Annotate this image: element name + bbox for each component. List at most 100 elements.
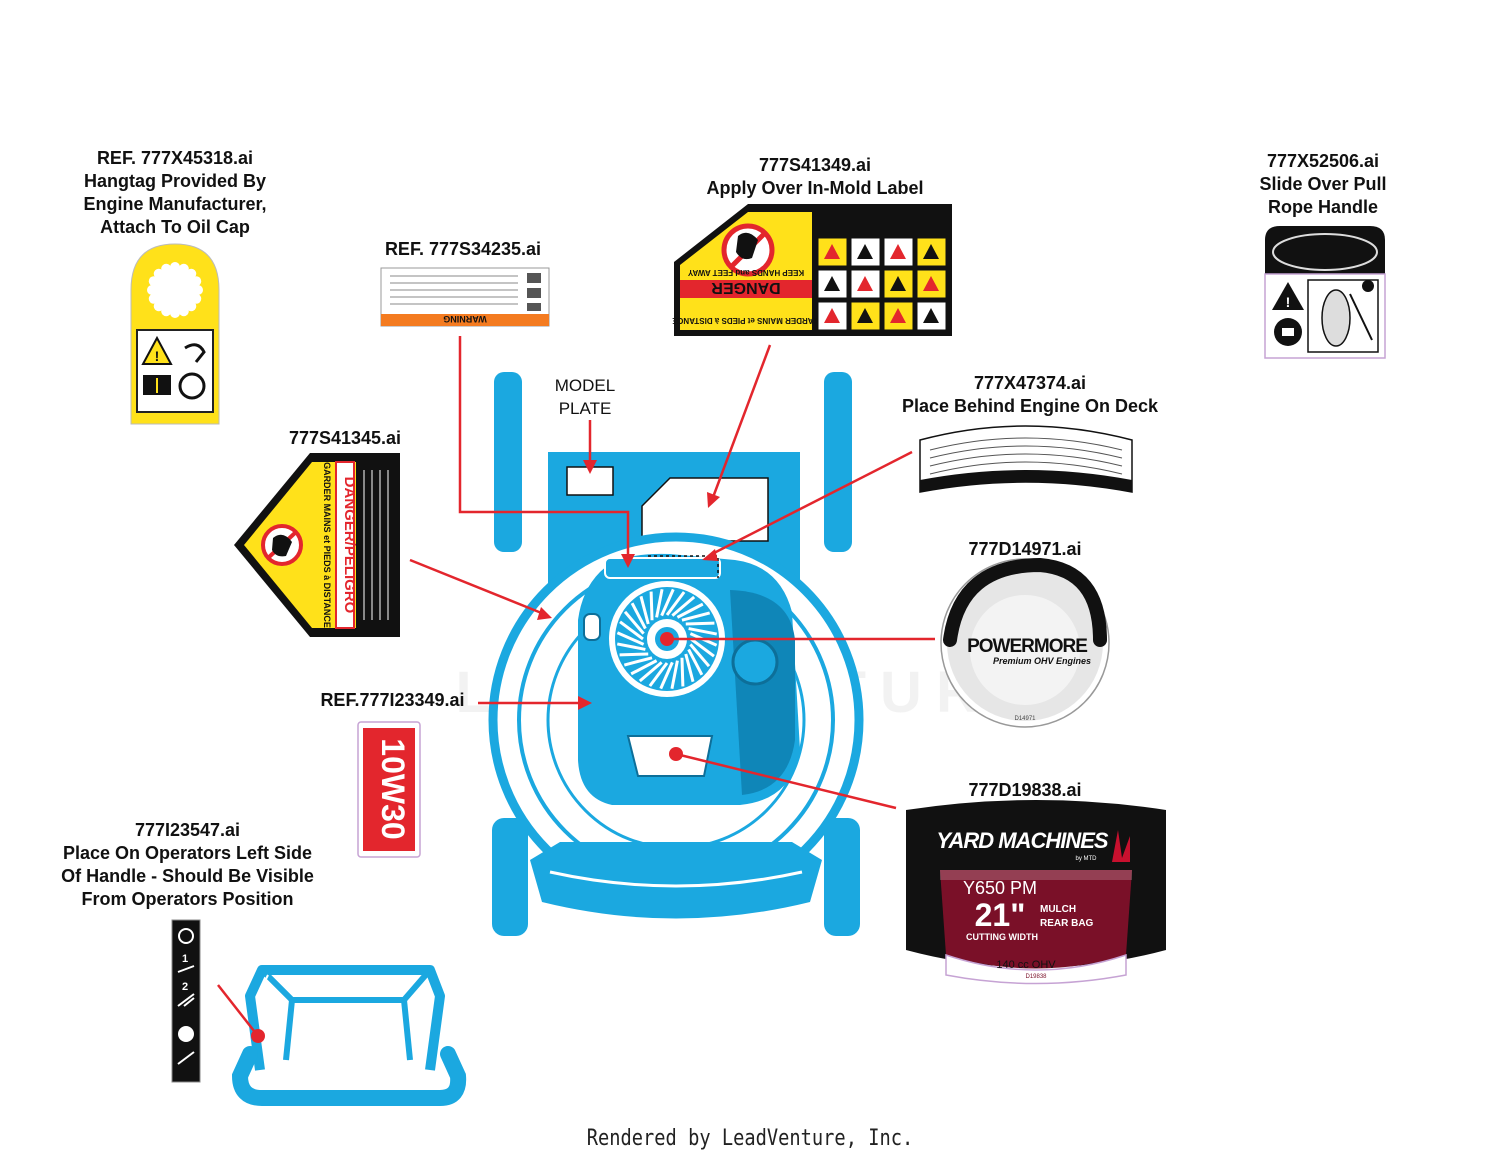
sun-icon xyxy=(154,269,196,311)
recoil-fin xyxy=(690,637,715,658)
recoil-fin xyxy=(619,652,649,657)
powermore-decal: POWERMORE Premium OHV Engines D14971 xyxy=(940,557,1110,728)
handle-decal: 1 2 xyxy=(171,919,201,1083)
safety-pictogram-symbol xyxy=(890,244,906,259)
sun-ray xyxy=(191,276,202,287)
recoil-fin xyxy=(684,653,695,683)
sun-ray xyxy=(148,293,159,304)
powermore-code: D14971 xyxy=(1014,716,1036,722)
recoil-fin xyxy=(655,588,664,618)
sun-ray xyxy=(191,293,202,304)
yardmachines-mulch: MULCH xyxy=(1040,904,1076,915)
pullrope-warning-icon xyxy=(1272,282,1304,310)
recoil-fin xyxy=(639,595,650,625)
handle-stop-icon xyxy=(178,1026,194,1042)
mower-handle-post-right xyxy=(824,372,852,552)
inmold-label-window xyxy=(641,477,769,542)
recoil-fin xyxy=(671,595,696,617)
svg-text:!: ! xyxy=(155,348,160,364)
recoil-fin xyxy=(648,662,669,687)
inmold-garder: GARDER MAINS et PIEDS à DISTANCE xyxy=(672,316,820,325)
safety-pictogram-symbol xyxy=(824,244,840,259)
recoil-fin xyxy=(649,591,654,621)
recoil-fin xyxy=(619,620,644,641)
recoil-fin xyxy=(638,661,663,683)
sun-rays xyxy=(147,262,203,318)
recoil-fin xyxy=(616,631,645,646)
sun-ray xyxy=(161,263,172,274)
svg-text:1: 1 xyxy=(182,953,188,965)
recoil-fin xyxy=(659,661,674,690)
recoil-fin xyxy=(680,657,685,687)
caption-powermore: 777D14971.ai xyxy=(968,539,1082,559)
recoil-fin xyxy=(623,656,653,667)
footer-credit: Rendered by LeadVenture, Inc. xyxy=(586,1126,914,1151)
recoil-fin xyxy=(670,660,679,690)
caption-danger: 777S41345.ai xyxy=(288,428,402,448)
safety-pictogram-symbol xyxy=(857,308,873,323)
air-filter xyxy=(731,638,779,686)
recoil-fin xyxy=(616,642,646,651)
sun-ray xyxy=(178,263,189,274)
recoil-fin xyxy=(685,621,715,626)
leader-arrowheads xyxy=(251,460,720,1043)
yardmachines-model: Y650 PM xyxy=(963,878,1037,898)
safety-pictogram-symbol xyxy=(857,276,873,291)
safety-pictogram-symbol xyxy=(824,308,840,323)
warning-title: WARNING xyxy=(443,314,487,324)
oil-decal: 10W30 xyxy=(357,721,421,858)
yardmachines-bymtd: by MTD xyxy=(1076,856,1098,862)
yardmachines-engine-spec: 140 cc OHV xyxy=(996,959,1056,971)
recoil-fin xyxy=(623,610,645,635)
svg-text:!: ! xyxy=(1286,294,1291,310)
safety-pictogram xyxy=(850,301,881,331)
safety-pictogram-symbol xyxy=(857,244,873,259)
safety-pictogram-symbol xyxy=(923,276,939,291)
svg-text:2: 2 xyxy=(182,981,188,993)
sun-ray xyxy=(148,276,159,287)
handle-engine-icon xyxy=(178,928,194,944)
recoil-fin xyxy=(630,602,647,630)
recoil-fin xyxy=(689,643,711,668)
recoil-fin xyxy=(665,591,686,616)
mower-handle-illustration xyxy=(231,965,467,1106)
caption-oil: REF.777I23349.ai xyxy=(320,690,465,710)
recoil-fin xyxy=(660,588,675,617)
safety-pictogram-symbol xyxy=(890,276,906,291)
powermore-brand: POWERMORE xyxy=(967,636,1087,657)
sun-ray xyxy=(170,308,180,318)
danger-garder-text: GARDER MAINS et PIEDS à DISTANCE xyxy=(322,462,332,628)
sun-ray xyxy=(186,301,197,312)
sun-ray xyxy=(178,306,189,317)
sun-ray xyxy=(147,285,157,295)
engine-deck-label-zone xyxy=(648,555,719,578)
primer xyxy=(583,613,601,641)
mower-front-skirt xyxy=(530,842,822,919)
yardmachines-code: D19838 xyxy=(1025,974,1047,980)
caption-yardmachines: 777D19838.ai xyxy=(968,780,1082,800)
sun-ray xyxy=(186,268,197,279)
inmold-pictogram-grid xyxy=(817,237,947,331)
yardmachines-decal: YARD MACHINES by MTD Y650 PM 21" MULCH R… xyxy=(906,800,1166,985)
safety-pictogram-symbol xyxy=(890,308,906,323)
hangtag-warning-icon xyxy=(141,335,173,365)
yardmachines-brand: YARD MACHINES xyxy=(936,828,1108,853)
sun-ray xyxy=(153,301,164,312)
sun-ray xyxy=(193,285,203,295)
mower-illustration xyxy=(488,372,864,936)
deck-decal xyxy=(919,425,1133,493)
hangtag-decal: ! xyxy=(130,243,220,425)
recoil-fins xyxy=(616,588,718,690)
warning-decal: WARNING xyxy=(380,267,550,327)
recoil-fin xyxy=(681,611,711,622)
safety-pictogram-symbol xyxy=(923,308,939,323)
mower-wheel-left xyxy=(492,818,528,936)
sun-ray xyxy=(153,268,164,279)
mower-handle-post-left xyxy=(494,372,522,552)
